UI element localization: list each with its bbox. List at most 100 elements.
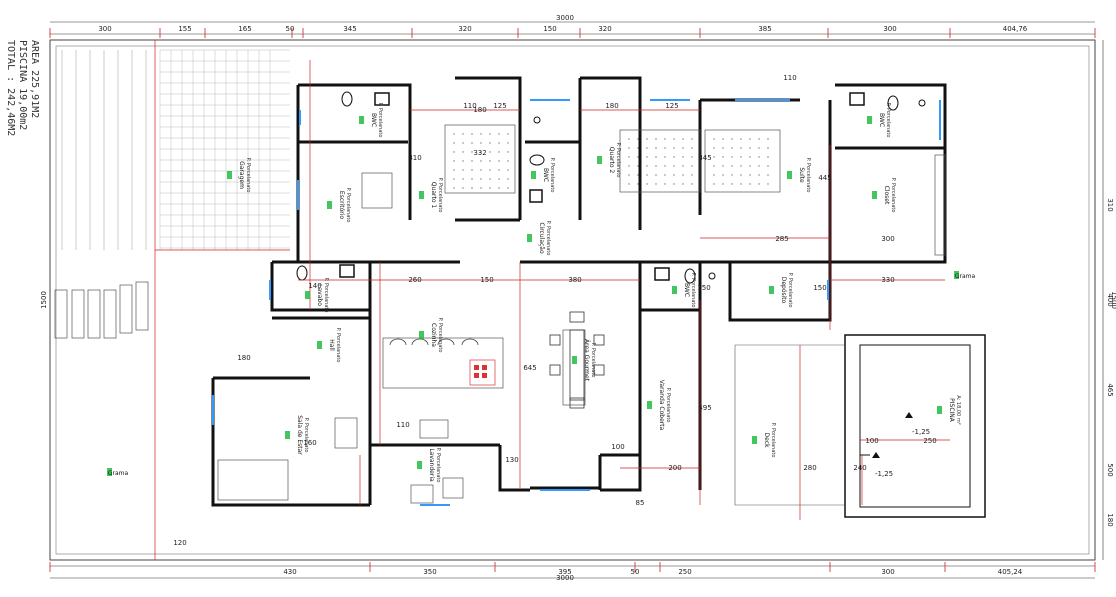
interior-dim-label: 180 xyxy=(473,106,486,114)
interior-dim-label: 150 xyxy=(697,284,710,292)
interior-dim-label: 110 xyxy=(463,102,476,110)
bed-dot xyxy=(673,165,675,167)
room-floor: P. Porcelanato xyxy=(435,448,441,483)
level-marker xyxy=(572,356,577,364)
bed-dot xyxy=(767,147,769,149)
bed-dot xyxy=(646,183,648,185)
room-label-group: Grama xyxy=(108,470,129,477)
interior-dim-label: 125 xyxy=(665,102,678,110)
interior-dim-label: 180 xyxy=(605,102,618,110)
pool-level-1: -1,25 xyxy=(912,428,930,436)
room-floor: A: 18,00 m² xyxy=(955,395,961,424)
building-walls xyxy=(211,76,947,507)
level-marker xyxy=(327,201,332,209)
interior-dim-label: 125 xyxy=(493,102,506,110)
dim-top-label: 155 xyxy=(178,25,191,33)
bed-dot xyxy=(664,138,666,140)
bed-dot xyxy=(749,156,751,158)
dim-bottom-label: 350 xyxy=(423,568,436,576)
bed-dot xyxy=(498,178,500,180)
room-name: Lavanderia xyxy=(428,448,435,482)
interior-dim-label: 130 xyxy=(505,456,518,464)
bed-dot xyxy=(682,138,684,140)
paver xyxy=(87,289,101,339)
bed-dot xyxy=(722,147,724,149)
bed-dot xyxy=(453,133,455,135)
dim-top-label: 320 xyxy=(598,25,611,33)
bed-dot xyxy=(462,187,464,189)
bed-dot xyxy=(691,174,693,176)
dim-bottom-label: 430 xyxy=(283,568,296,576)
bed-dot xyxy=(713,183,715,185)
level-marker xyxy=(419,331,424,339)
room-name: Cozinha xyxy=(430,323,437,347)
dim-top-label: 300 xyxy=(883,25,896,33)
interior-dim-label: 240 xyxy=(853,464,866,472)
room-floor: P. Porcelanato xyxy=(323,278,329,313)
bed-dot xyxy=(740,156,742,158)
interior-dim-label: 160 xyxy=(303,439,316,447)
bed-dot xyxy=(453,178,455,180)
bed-dot xyxy=(682,165,684,167)
interior-dim-label: 285 xyxy=(775,235,788,243)
bed-dot xyxy=(731,156,733,158)
dim-top-label: 320 xyxy=(458,25,471,33)
bed-pattern xyxy=(453,133,769,189)
bed-dot xyxy=(691,147,693,149)
paver xyxy=(135,281,149,331)
dim-bottom-label: 250 xyxy=(678,568,691,576)
bed-dot xyxy=(507,187,509,189)
bed-dot xyxy=(471,187,473,189)
bed-dot xyxy=(749,183,751,185)
pool-level-2: -1,25 xyxy=(875,470,893,478)
bed-dot xyxy=(655,174,657,176)
bed-dot xyxy=(731,183,733,185)
bed-dot xyxy=(722,156,724,158)
interior-dim-label: 180 xyxy=(237,354,250,362)
room-floor: P. Porcelanato xyxy=(885,103,891,138)
bed-dot xyxy=(740,183,742,185)
room-name: Deck xyxy=(763,432,770,448)
room-name: Circulação xyxy=(538,222,545,254)
dim-top-label: 345 xyxy=(343,25,356,33)
bed-dot xyxy=(471,169,473,171)
dim-right-label: 180 xyxy=(1106,513,1114,526)
stove xyxy=(474,365,487,378)
bed-dot xyxy=(489,151,491,153)
level-marks: -1,25 -1,25 xyxy=(872,412,930,478)
level-markers xyxy=(107,116,959,476)
bed-dot xyxy=(713,174,715,176)
pool xyxy=(859,344,971,508)
room-name: Escritório xyxy=(338,191,345,220)
total-width-bottom: 3000 xyxy=(556,574,574,582)
bed-dot xyxy=(507,133,509,135)
bed-dot xyxy=(731,147,733,149)
bed-dot xyxy=(713,156,715,158)
bed-dot xyxy=(749,165,751,167)
bed-dot xyxy=(713,138,715,140)
room-name: Área Gourmet xyxy=(583,339,590,382)
bed-dot xyxy=(767,174,769,176)
room-floor: P. Porcelanato xyxy=(335,328,341,363)
dim-top-label: 50 xyxy=(286,25,295,33)
bed-dot xyxy=(767,165,769,167)
bed-dot xyxy=(691,156,693,158)
bed-dot xyxy=(489,142,491,144)
level-marker xyxy=(867,116,872,124)
bed-dot xyxy=(758,174,760,176)
bed-dot xyxy=(453,151,455,153)
bed-dot xyxy=(498,133,500,135)
room-floor: P. Porcelanato xyxy=(787,273,793,308)
bed-dot xyxy=(637,183,639,185)
bed-dot xyxy=(453,187,455,189)
bed-dot xyxy=(489,187,491,189)
